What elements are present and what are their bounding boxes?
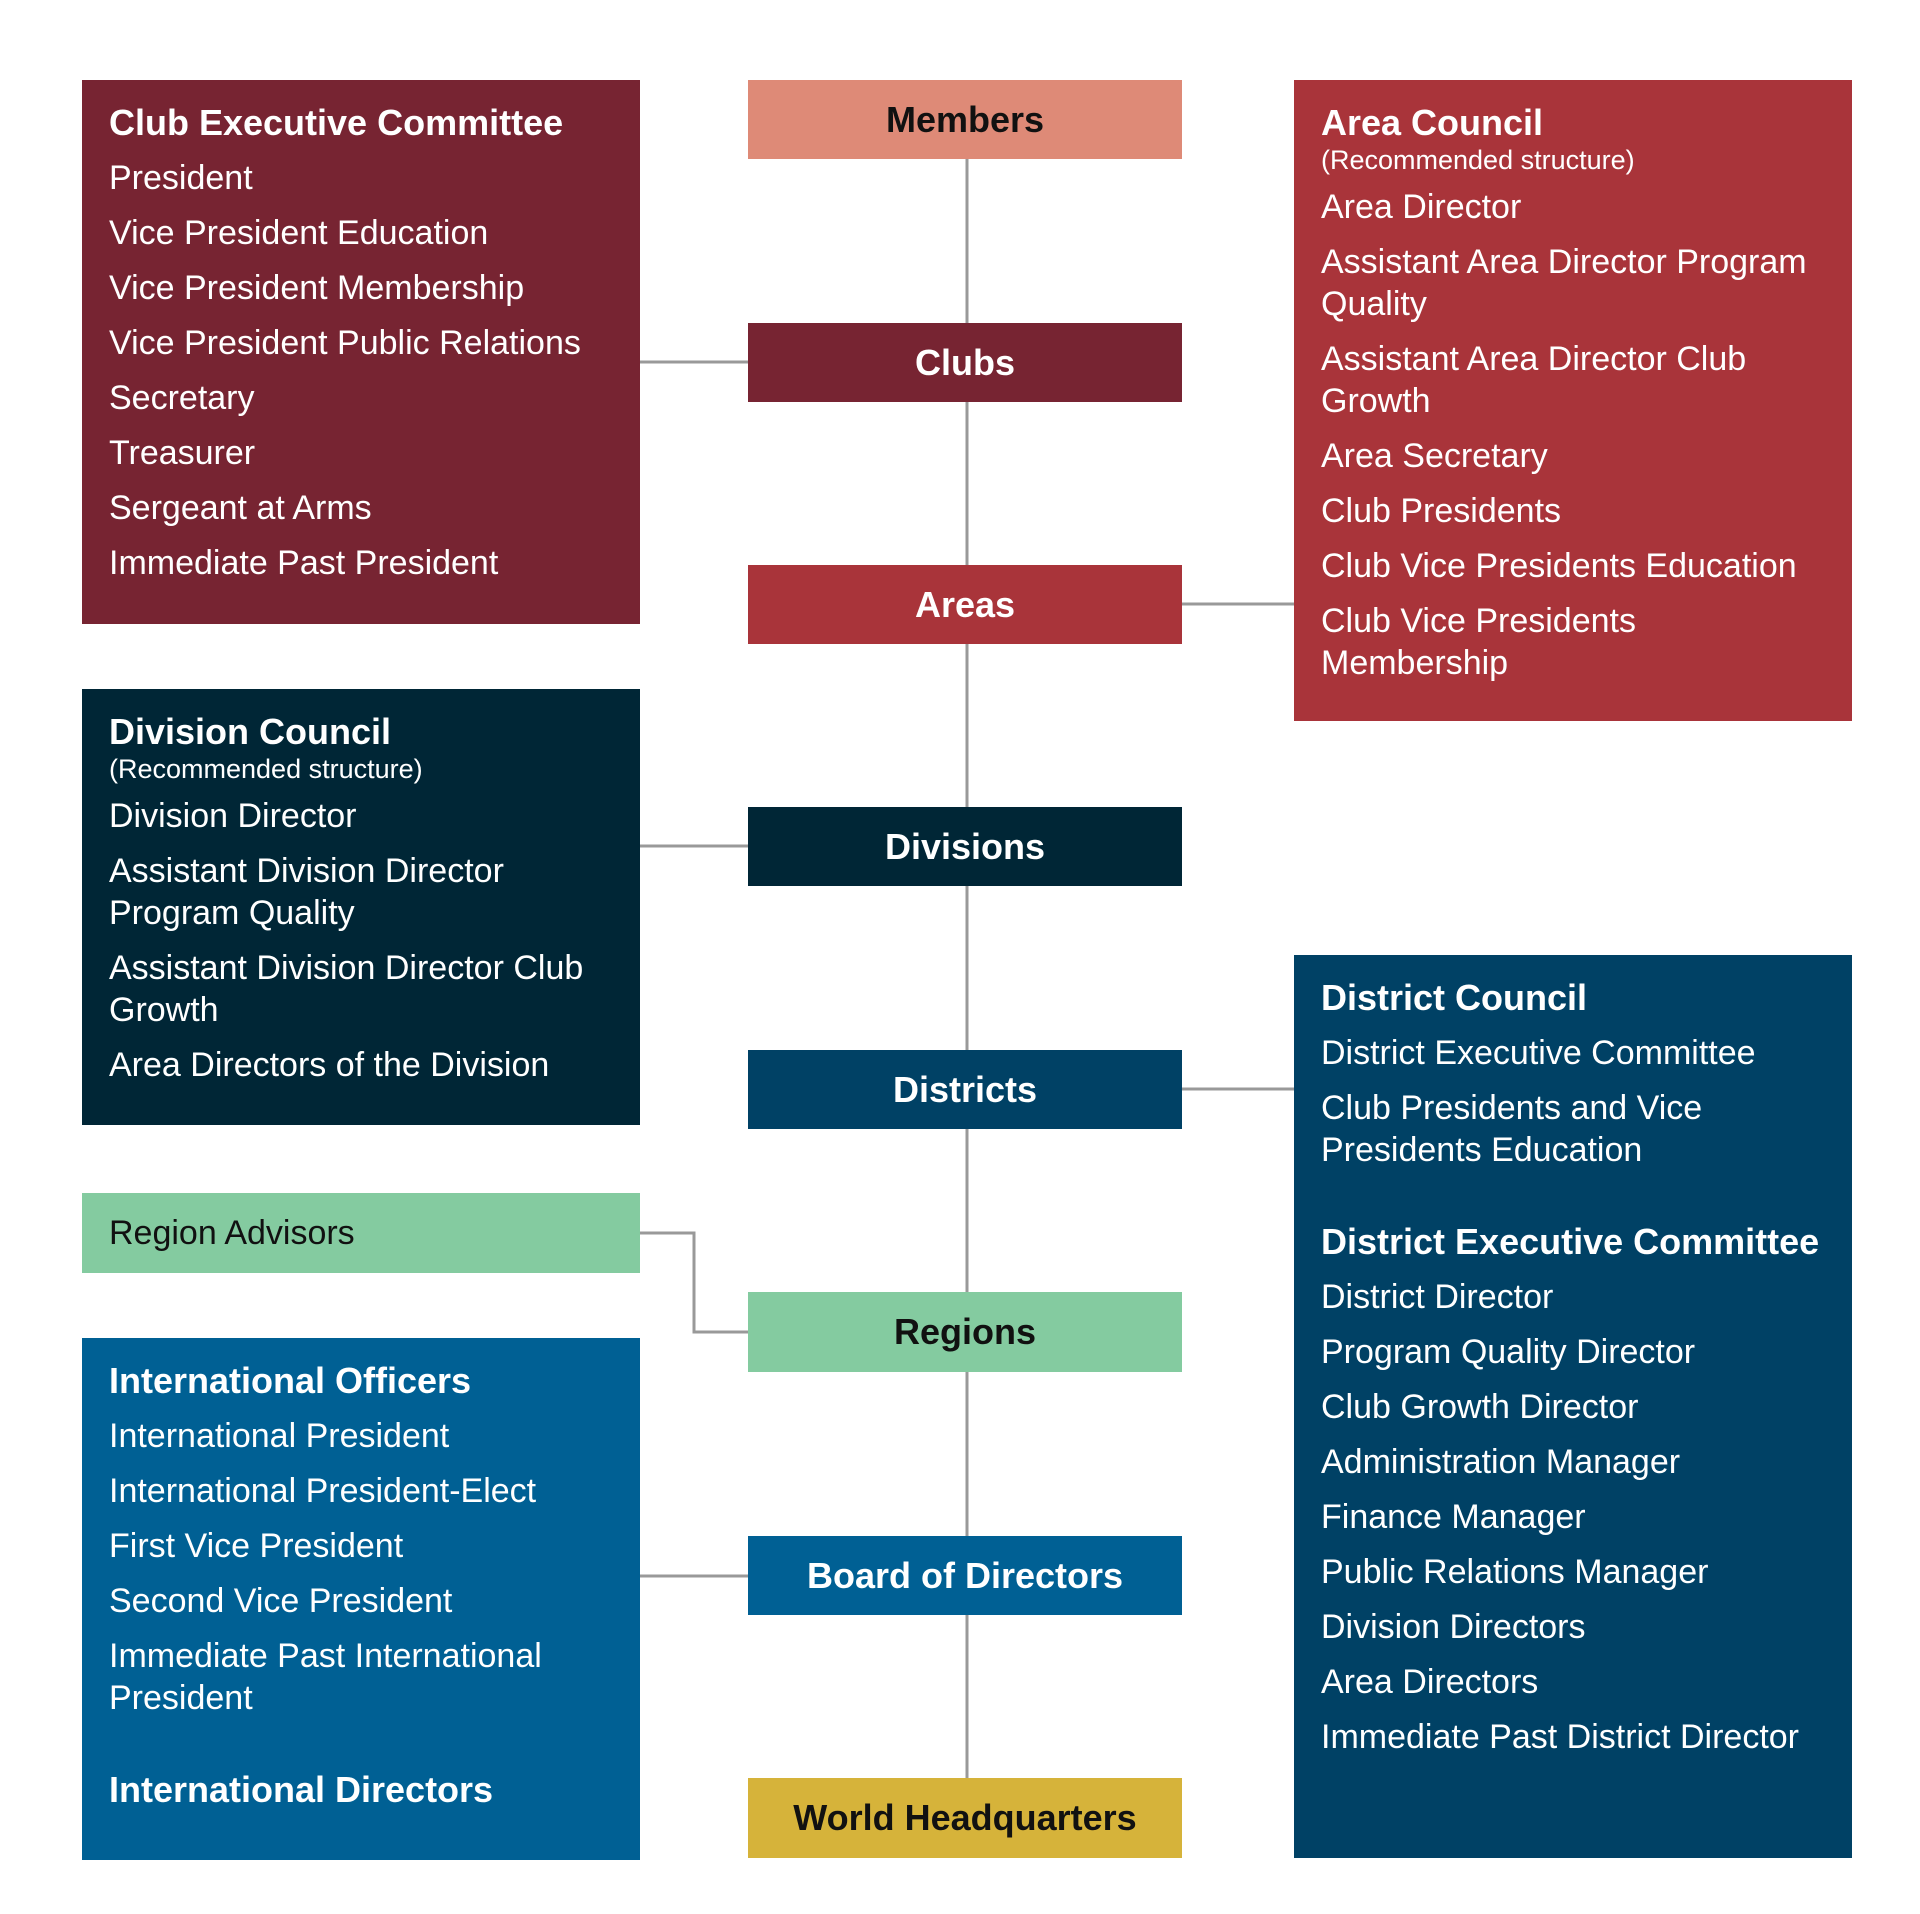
list-item: Finance Manager [1321,1498,1586,1536]
club-executive-committee-title: Club Executive Committee [109,102,564,143]
region-advisors-panel: Region Advisors [82,1193,640,1273]
list-item: First Vice President [109,1527,404,1565]
list-item: Assistant Area Director Club Growth [1321,340,1747,420]
list-item: District Director [1321,1278,1554,1316]
list-item: Second Vice President [109,1582,453,1620]
division-council-panel: Division Council (Recommended structure)… [82,689,640,1125]
districts-node: Districts [748,1050,1182,1129]
world-hq-label: World Headquarters [793,1797,1137,1838]
divisions-node: Divisions [748,807,1182,886]
list-item: International President-Elect [109,1472,537,1510]
international-officers-title: International Officers [109,1360,472,1401]
regions-node: Regions [748,1292,1182,1372]
members-label: Members [885,98,1045,140]
district-council-list: District Executive Committee Club Presid… [1321,1032,1826,1171]
list-item: President [109,159,253,197]
list-item: Secretary [109,379,255,417]
areas-label: Areas [914,583,1016,625]
list-item: Club Vice Presidents Education [1321,547,1797,585]
list-item: Vice President Public Relations [109,324,581,362]
board-node: Board of Directors [748,1536,1182,1615]
divisions-label: Divisions [884,825,1046,867]
area-council-subtitle: (Recommended structure) [1321,145,1635,175]
list-item: Immediate Past President [109,544,499,582]
list-item: Administration Manager [1321,1443,1681,1481]
clubs-node: Clubs [748,323,1182,402]
international-officers-list: International President International Pr… [109,1415,614,1719]
list-item: Sergeant at Arms [109,489,372,527]
club-executive-committee-panel: Club Executive Committee President Vice … [82,80,640,624]
clubs-label: Clubs [914,341,1015,383]
list-item: Club Presidents [1321,492,1562,530]
list-item: Area Secretary [1321,437,1548,475]
list-item: International President [109,1417,450,1455]
list-item: Assistant Division Director Club Growth [109,949,584,1029]
members-node: Members [748,80,1182,159]
list-item: Club Vice Presidents Membership [1321,602,1636,682]
board-label: Board of Directors [806,1554,1124,1596]
division-council-title: Division Council [109,711,392,752]
regions-label: Regions [893,1311,1036,1352]
list-item: Treasurer [109,434,256,472]
list-item: Public Relations Manager [1321,1553,1709,1591]
list-item: Assistant Division Director Program Qual… [109,852,504,932]
region-advisors-label: Region Advisors [109,1213,355,1252]
district-council-title: District Council [1321,977,1588,1018]
list-item: Immediate Past District Director [1321,1718,1799,1756]
list-item: Program Quality Director [1321,1333,1696,1371]
list-item: Vice President Membership [109,269,525,307]
list-item: District Executive Committee [1321,1034,1756,1072]
list-item: Immediate Past International President [109,1637,542,1717]
list-item: Area Director [1321,188,1522,226]
list-item: Division Director [109,797,357,835]
area-council-title: Area Council [1321,102,1544,143]
district-executive-committee-list: District Director Program Quality Direct… [1321,1276,1826,1758]
international-directors-title: International Directors [109,1769,494,1810]
district-executive-committee-title: District Executive Committee [1321,1221,1820,1262]
district-council-panel: District Council District Executive Comm… [1294,955,1852,1858]
list-item: Club Presidents and Vice Presidents Educ… [1321,1089,1703,1169]
list-item: Assistant Area Director Program Quality [1321,243,1807,323]
list-item: Division Directors [1321,1608,1586,1646]
list-item: Area Directors [1321,1663,1539,1701]
list-item: Club Growth Director [1321,1388,1639,1426]
international-officers-panel: International Officers International Pre… [82,1338,640,1860]
division-council-list: Division Director Assistant Division Dir… [109,795,614,1086]
club-executive-committee-list: President Vice President Education Vice … [109,157,614,584]
area-council-panel: Area Council (Recommended structure) Are… [1294,80,1852,721]
connector-region-advisors [640,1231,748,1334]
districts-label: Districts [892,1068,1038,1110]
division-council-subtitle: (Recommended structure) [109,754,423,784]
world-hq-node: World Headquarters [748,1778,1182,1858]
areas-node: Areas [748,565,1182,644]
list-item: Area Directors of the Division [109,1046,550,1084]
list-item: Vice President Education [109,214,489,252]
area-council-list: Area Director Assistant Area Director Pr… [1321,186,1826,684]
